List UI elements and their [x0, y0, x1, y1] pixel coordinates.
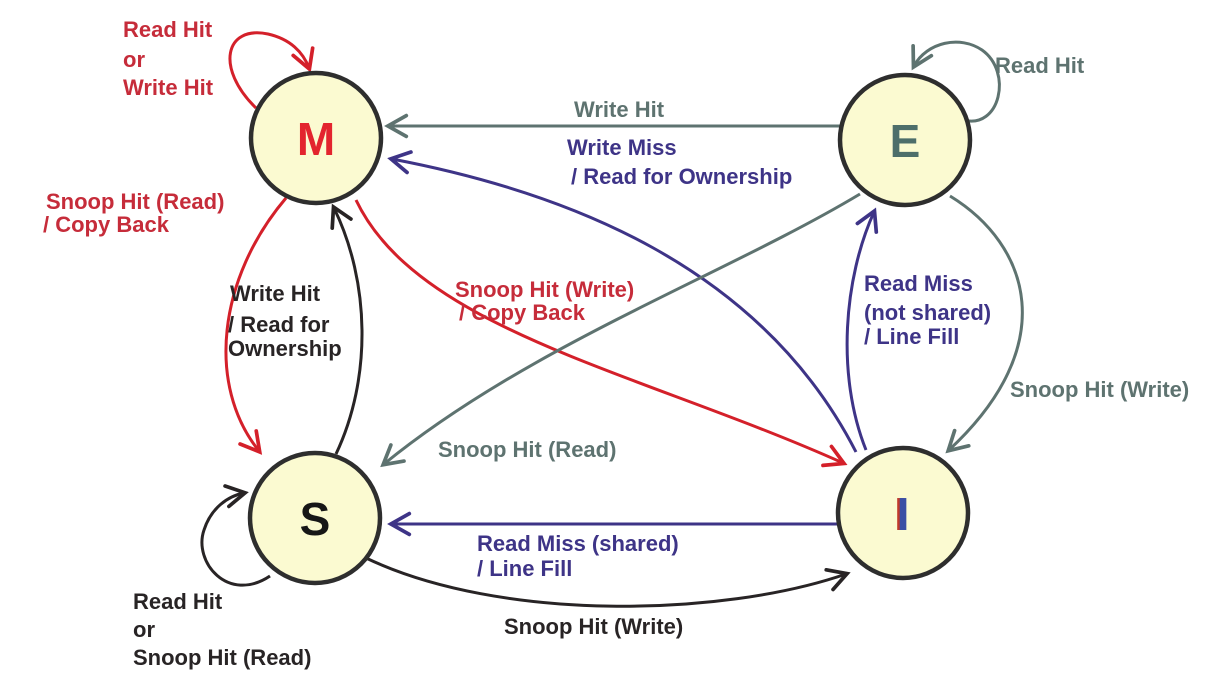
- label-line: or: [133, 617, 155, 642]
- label-line: / Line Fill: [477, 556, 572, 581]
- edge-m-to-i: [354, 199, 848, 468]
- label-line: Snoop Hit (Read): [133, 645, 311, 670]
- label-line: Read Miss: [864, 271, 973, 296]
- state-node-e: [837, 72, 973, 208]
- label-line: Snoop Hit (Write): [1010, 377, 1189, 402]
- transition-label-i-to-e: Read Miss (not shared) / Line Fill: [864, 271, 991, 349]
- label-line: Snoop Hit (Write): [455, 277, 634, 302]
- label-line: Read Hit: [133, 589, 223, 614]
- state-node-m: [248, 70, 384, 206]
- label-line: / Line Fill: [864, 324, 959, 349]
- label-line: Read Hit: [995, 53, 1085, 78]
- edge-e-to-i: [945, 194, 1024, 454]
- edge-s-to-i: [365, 556, 851, 608]
- label-line: / Copy Back: [43, 212, 170, 237]
- edge-i-to-e: [845, 207, 879, 451]
- transition-label-e-to-s: Snoop Hit (Read): [438, 437, 616, 462]
- edge-s-to-m: [330, 203, 364, 455]
- label-line: Snoop Hit (Read): [438, 437, 616, 462]
- label-line: Write Hit: [230, 281, 321, 306]
- state-letter-s: S: [300, 493, 331, 545]
- state-letter-m: M: [297, 113, 335, 165]
- transition-label-m-to-i: Snoop Hit (Write) / Copy Back: [455, 277, 634, 325]
- transition-label-e-to-i: Snoop Hit (Write): [1010, 377, 1189, 402]
- transition-label-e-to-m: Write Hit: [574, 97, 665, 122]
- label-line: Read Hit: [123, 17, 213, 42]
- label-line: (not shared): [864, 300, 991, 325]
- label-line: Read Miss (shared): [477, 531, 679, 556]
- transition-label-i-to-m: Write Miss / Read for Ownership: [567, 135, 792, 189]
- edge-i-to-m: [387, 150, 858, 453]
- edge-s-self-loop: [200, 484, 271, 587]
- label-line: / Read for: [228, 312, 330, 337]
- transition-label-s-self: Read Hit or Snoop Hit (Read): [133, 589, 311, 670]
- state-letter-e: E: [890, 115, 921, 167]
- state-letter-i: I: [897, 488, 910, 540]
- edge-m-to-s: [224, 197, 288, 455]
- edge-e-self-loop: [911, 40, 1001, 123]
- label-line: Snoop Hit (Read): [46, 189, 224, 214]
- label-line: / Copy Back: [459, 300, 586, 325]
- transition-label-s-to-m: Write Hit / Read for Ownership: [228, 281, 342, 361]
- label-line: Ownership: [228, 336, 342, 361]
- label-line: / Read for Ownership: [571, 164, 792, 189]
- edge-e-to-s: [380, 192, 861, 468]
- transition-label-i-to-s: Read Miss (shared) / Line Fill: [477, 531, 679, 581]
- label-line: Write Miss: [567, 135, 677, 160]
- label-line: Snoop Hit (Write): [504, 614, 683, 639]
- transition-label-s-to-i: Snoop Hit (Write): [504, 614, 683, 639]
- transition-label-m-self: Read Hit or Write Hit: [123, 17, 214, 100]
- state-node-i: [835, 445, 971, 581]
- state-node-s: [247, 450, 383, 586]
- label-line: or: [123, 47, 145, 72]
- edge-m-self-loop: [228, 31, 315, 110]
- state-letter-i-shadow: I: [894, 488, 907, 540]
- label-line: Write Hit: [574, 97, 665, 122]
- label-line: Write Hit: [123, 75, 214, 100]
- transition-label-e-self: Read Hit: [995, 53, 1085, 78]
- transition-label-m-to-s: Snoop Hit (Read) / Copy Back: [43, 189, 224, 237]
